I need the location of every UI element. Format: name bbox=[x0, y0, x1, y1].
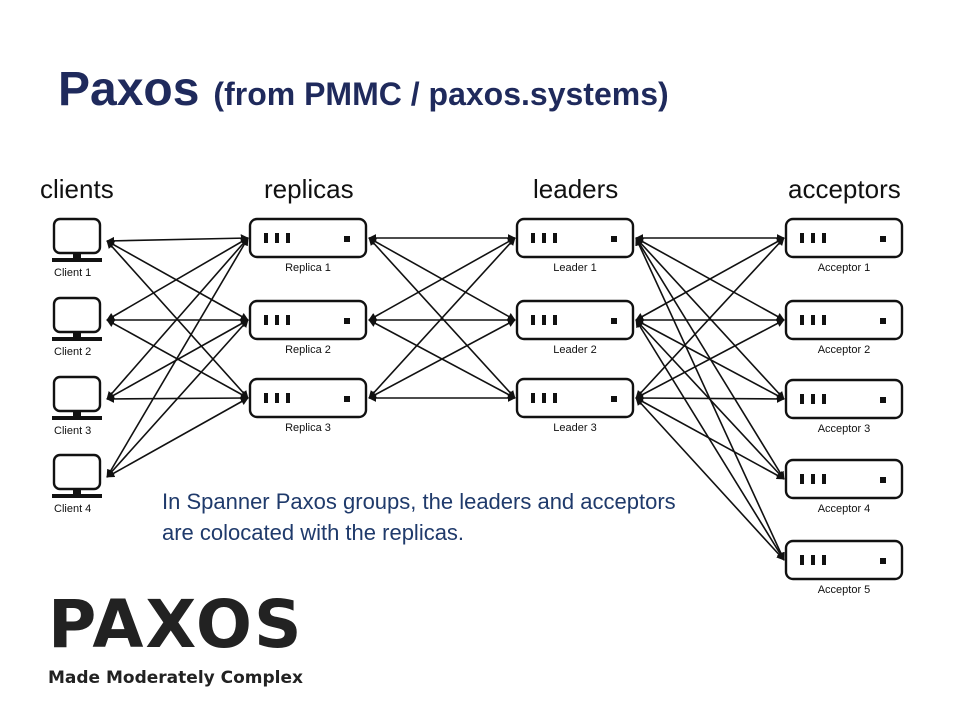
edges-layer bbox=[106, 234, 785, 561]
server-icon bbox=[248, 217, 368, 259]
server-icon bbox=[515, 217, 635, 259]
client-node: Client 1 bbox=[52, 217, 102, 279]
heading-leaders: leaders bbox=[533, 174, 619, 204]
server-icon bbox=[515, 299, 635, 341]
server-icon bbox=[784, 378, 904, 420]
acceptor-node: Acceptor 2 bbox=[784, 299, 904, 356]
heading-acceptors: acceptors bbox=[788, 174, 901, 204]
acceptor-label: Acceptor 2 bbox=[818, 344, 871, 356]
spanner-note: In Spanner Paxos groups, the leaders and… bbox=[162, 489, 676, 545]
client-node: Client 3 bbox=[52, 375, 102, 437]
server-icon bbox=[784, 217, 904, 259]
title-subtitle: (from PMMC / paxos.systems) bbox=[213, 76, 669, 112]
replica-node: Replica 1 bbox=[248, 217, 368, 274]
acceptor-label: Acceptor 4 bbox=[818, 503, 871, 515]
client-label: Client 4 bbox=[54, 503, 91, 515]
server-icon bbox=[248, 299, 368, 341]
replica-node: Replica 3 bbox=[248, 377, 368, 434]
leader-node: Leader 2 bbox=[515, 299, 635, 356]
nodes-layer: Client 1 Client 2 Client 3 Client 4 Replica … bbox=[52, 217, 904, 596]
client-label: Client 1 bbox=[54, 267, 91, 279]
client-label: Client 2 bbox=[54, 346, 91, 358]
server-icon bbox=[515, 377, 635, 419]
client-node: Client 4 bbox=[52, 453, 102, 515]
acceptor-label: Acceptor 3 bbox=[818, 423, 871, 435]
paxos-logo: PAXOS bbox=[48, 586, 304, 663]
edge-client1-replica1 bbox=[106, 234, 249, 245]
acceptor-label: Acceptor 5 bbox=[818, 584, 871, 596]
edge-client4-replica3 bbox=[106, 397, 249, 478]
edge-client4-replica1 bbox=[106, 237, 249, 478]
heading-replicas: replicas bbox=[264, 174, 354, 204]
leader-label: Leader 3 bbox=[553, 422, 596, 434]
server-icon bbox=[248, 377, 368, 419]
acceptor-node: Acceptor 4 bbox=[784, 458, 904, 515]
acceptor-node: Acceptor 3 bbox=[784, 378, 904, 435]
client-label: Client 3 bbox=[54, 425, 91, 437]
leader-label: Leader 1 bbox=[553, 262, 596, 274]
leader-node: Leader 1 bbox=[515, 217, 635, 274]
computer-monitor-icon bbox=[52, 296, 102, 341]
title-main: Paxos bbox=[58, 63, 200, 116]
page-title: Paxos (from PMMC / paxos.systems) bbox=[58, 62, 669, 117]
edge-leader3-acceptor5 bbox=[635, 397, 785, 561]
acceptor-node: Acceptor 5 bbox=[784, 539, 904, 596]
edge-replica3-leader2 bbox=[368, 319, 516, 399]
leader-node: Leader 3 bbox=[515, 377, 635, 434]
edge-leader3-acceptor4 bbox=[635, 397, 785, 480]
computer-monitor-icon bbox=[52, 375, 102, 420]
replica-label: Replica 3 bbox=[285, 422, 331, 434]
server-icon bbox=[784, 539, 904, 581]
heading-clients: clients bbox=[40, 174, 114, 204]
computer-monitor-icon bbox=[52, 217, 102, 262]
edge-leader3-acceptor2 bbox=[635, 319, 785, 399]
computer-monitor-icon bbox=[52, 453, 102, 498]
replica-label: Replica 1 bbox=[285, 262, 331, 274]
server-icon bbox=[784, 458, 904, 500]
edge-leader3-acceptor3 bbox=[635, 394, 785, 403]
replica-node: Replica 2 bbox=[248, 299, 368, 356]
acceptor-node: Acceptor 1 bbox=[784, 217, 904, 274]
paxos-logo-tagline: Made Moderately Complex bbox=[48, 668, 303, 688]
leader-label: Leader 2 bbox=[553, 344, 596, 356]
client-node: Client 2 bbox=[52, 296, 102, 358]
acceptor-label: Acceptor 1 bbox=[818, 262, 871, 274]
replica-label: Replica 2 bbox=[285, 344, 331, 356]
server-icon bbox=[784, 299, 904, 341]
